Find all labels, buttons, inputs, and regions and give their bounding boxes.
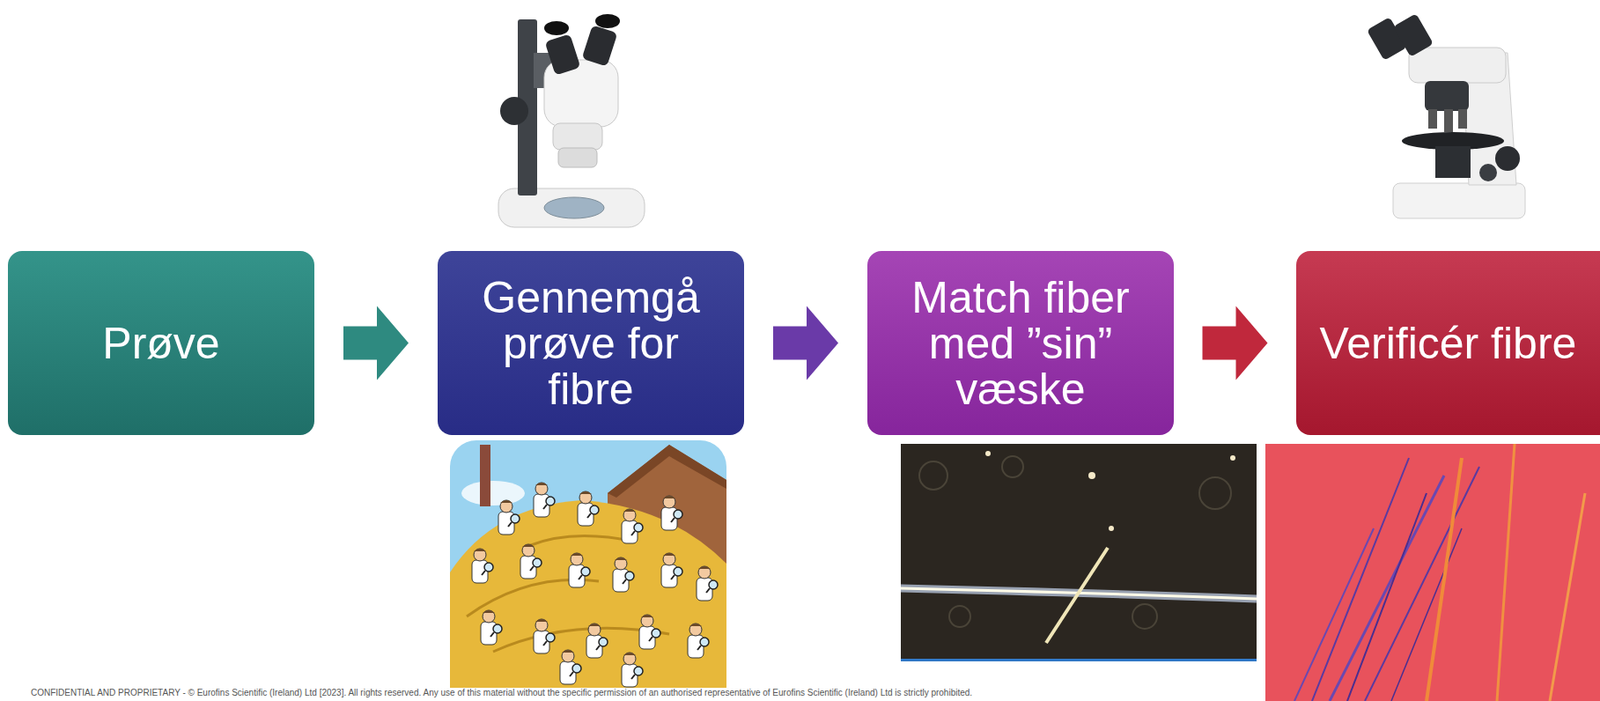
illustration-part <box>577 491 599 526</box>
darkfield-micrograph <box>900 443 1257 662</box>
illustration-part <box>500 96 529 126</box>
illustration-part <box>1391 528 1462 701</box>
illustration-part <box>1549 493 1586 701</box>
illustration-part <box>919 461 948 490</box>
illustration-part <box>696 566 718 601</box>
illustration-part <box>582 24 619 67</box>
illustration-part <box>1393 183 1526 219</box>
illustration-part <box>661 495 683 531</box>
compound-microscope <box>1366 13 1526 219</box>
illustration-part <box>479 444 491 507</box>
illustration-part <box>1458 109 1468 129</box>
process-box: Verificér fibre <box>1296 250 1600 436</box>
footer-note: CONFIDENTIAL AND PROPRIETARY - © Eurofin… <box>29 687 974 699</box>
arrow-shape <box>343 306 409 381</box>
illustration-part <box>568 552 590 588</box>
process-box: Prøve <box>7 250 315 436</box>
illustration-part <box>558 147 598 168</box>
block-arrow <box>744 306 868 381</box>
illustration-part <box>1088 471 1096 480</box>
polarised-micrograph <box>1265 443 1600 701</box>
illustration-part <box>607 444 727 498</box>
illustration-part <box>607 444 727 608</box>
illustration-part <box>461 480 525 506</box>
illustration-part <box>595 14 620 29</box>
box-label: Verificér fibre <box>1319 320 1578 367</box>
illustration-part <box>1479 163 1497 182</box>
illustration-part <box>1408 47 1506 83</box>
illustration-part <box>533 619 555 654</box>
arrow-shape <box>773 306 839 381</box>
illustration-part <box>471 548 494 583</box>
illustration-part <box>621 652 643 687</box>
connector-line <box>1173 342 1297 344</box>
illustration-part <box>1496 443 1515 701</box>
box-text-group: Gennemgå prøve for fibre <box>457 274 725 413</box>
illustration-part <box>1364 466 1480 701</box>
box-text-group: Match fiber med ”sin” væske <box>886 274 1155 413</box>
illustration-part <box>449 440 727 693</box>
box-text-group: Prøve <box>102 320 220 367</box>
process-box: Gennemgå prøve for fibre <box>437 250 745 436</box>
illustration-part <box>1108 525 1114 531</box>
process-box: Match fiber med ”sin” væske <box>867 250 1174 436</box>
box-label: Prøve <box>102 320 220 367</box>
box-text-group: Verificér fibre <box>1319 320 1578 367</box>
stereo-microscope <box>498 14 645 228</box>
illustration-part <box>1444 109 1453 133</box>
illustration-part <box>1132 604 1158 629</box>
illustration-part <box>687 623 709 658</box>
illustration-part <box>612 557 635 592</box>
illustration-part <box>560 649 582 685</box>
illustration-part <box>1428 109 1438 129</box>
illustration-part <box>1393 13 1434 58</box>
illustration-part <box>449 500 727 693</box>
illustration-part <box>639 614 661 649</box>
block-arrow <box>1173 306 1297 381</box>
illustration-part <box>621 508 643 544</box>
illustration-part <box>900 658 1257 662</box>
haystack-cartoon <box>449 440 727 693</box>
block-arrow <box>314 306 438 381</box>
illustration-part <box>480 610 502 645</box>
illustration-part <box>533 482 555 517</box>
illustration-part <box>900 443 1257 662</box>
illustration-part <box>661 552 683 588</box>
illustration-part <box>1199 477 1232 509</box>
illustration-part <box>498 500 520 535</box>
box-label: Match fiber med ”sin” væske <box>886 274 1155 413</box>
illustration-part <box>1495 146 1520 171</box>
illustration-part <box>545 33 582 75</box>
illustration-part <box>1230 455 1236 461</box>
connector-line <box>314 342 438 344</box>
illustration-part <box>1435 146 1471 178</box>
illustration-part <box>1426 457 1462 701</box>
illustration-part <box>1294 528 1374 701</box>
illustration-part <box>544 197 605 219</box>
arrow-shape <box>1202 306 1269 381</box>
illustration-part <box>1424 81 1469 111</box>
illustration-part <box>1265 443 1600 701</box>
illustration-part <box>1347 493 1427 701</box>
illustration-part <box>520 544 542 579</box>
illustration-part <box>466 536 670 652</box>
illustration-part <box>544 21 569 36</box>
illustration-part <box>949 605 971 627</box>
illustration-part <box>1002 456 1024 478</box>
connector-line <box>744 342 868 344</box>
illustration-part <box>1046 547 1108 643</box>
illustration-part <box>586 623 608 658</box>
illustration-part <box>985 450 991 457</box>
box-label: Gennemgå prøve for fibre <box>457 274 725 413</box>
illustration-part <box>552 123 603 150</box>
